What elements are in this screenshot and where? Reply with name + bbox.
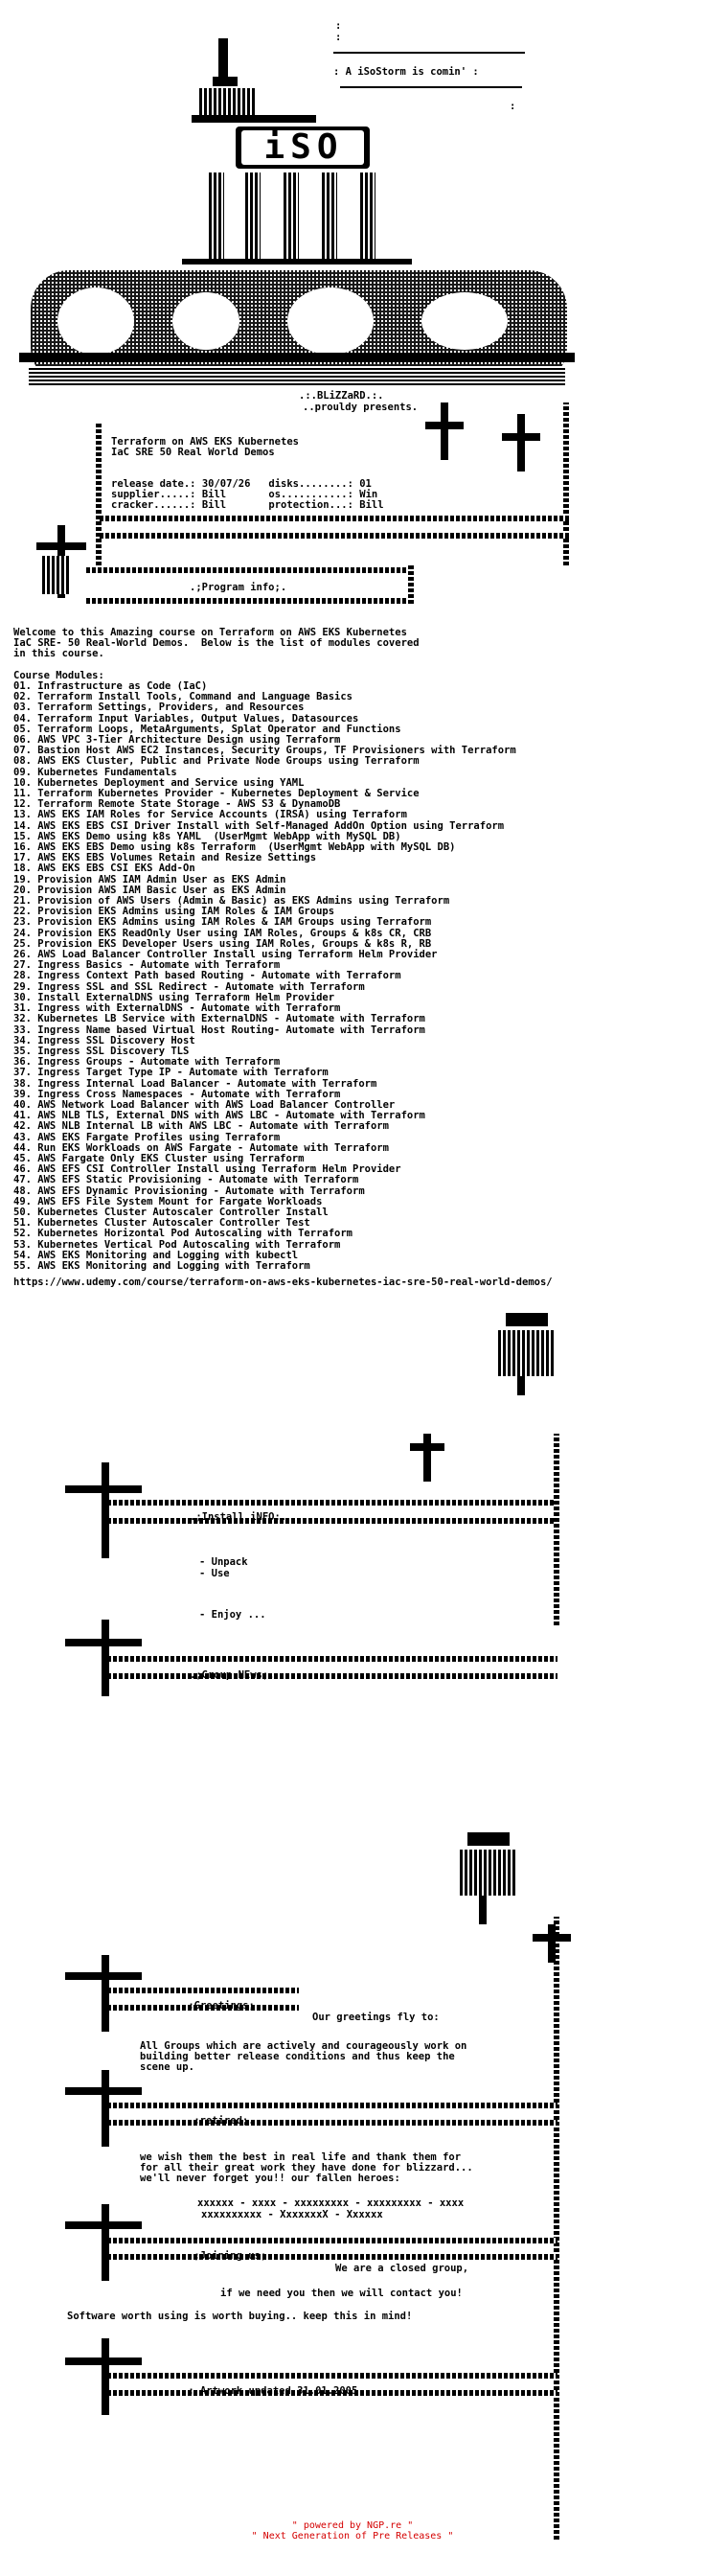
module-item: 36. Ingress Groups - Automate with Terra… bbox=[13, 1056, 281, 1069]
joining-line-2: if we need you then we will contact you! bbox=[220, 2288, 463, 2299]
greetings-headline: Our greetings fly to: bbox=[312, 2012, 440, 2023]
joining-label: .;Joining us;. bbox=[188, 2250, 273, 2262]
module-item: 05. Terraform Loops, MetaArguments, Spla… bbox=[13, 723, 401, 735]
release-date: 30/07/26 bbox=[201, 478, 251, 490]
module-item: 04. Terraform Input Variables, Output Va… bbox=[13, 712, 359, 724]
module-item: 47. AWS EFS Static Provisioning - Automa… bbox=[13, 1174, 359, 1186]
module-item: 27. Ingress Basics - Automate with Terra… bbox=[13, 959, 281, 972]
module-item: 07. Bastion Host AWS EC2 Instances, Secu… bbox=[13, 745, 516, 757]
module-item: 53. Kubernetes Vertical Pod Autoscaling … bbox=[13, 1238, 341, 1251]
course-url: https://www.udemy.com/course/terraform-o… bbox=[13, 1276, 553, 1288]
retired-body: we wish them the best in real life and t… bbox=[140, 2151, 473, 2185]
module-item: 51. Kubernetes Cluster Autoscaler Contro… bbox=[13, 1217, 310, 1230]
module-item: 24. Provision EKS ReadOnly User using IA… bbox=[13, 927, 432, 939]
module-item: 02. Terraform Install Tools, Command and… bbox=[13, 691, 353, 703]
module-item: 48. AWS EFS Dynamic Provisioning - Autom… bbox=[13, 1184, 365, 1197]
module-item: 01. Infrastructure as Code (IaC) bbox=[13, 680, 208, 692]
module-item: 31. Ingress with ExternalDNS - Automate … bbox=[13, 1002, 341, 1015]
module-item: 49. AWS EFS File System Mount for Fargat… bbox=[13, 1195, 323, 1208]
module-item: 03. Terraform Settings, Providers, and R… bbox=[13, 702, 305, 714]
retired-names-2: xxxxxxxxxx - XxxxxxxX - Xxxxxx bbox=[201, 2209, 383, 2220]
module-item: 16. AWS EKS EBS Demo using k8s Terraform… bbox=[13, 841, 456, 854]
modules-heading: Course Modules: bbox=[13, 670, 104, 681]
module-item: 21. Provision of AWS Users (Admin & Basi… bbox=[13, 895, 450, 908]
joining-line-1: We are a closed group, bbox=[335, 2263, 469, 2274]
module-item: 50. Kubernetes Cluster Autoscaler Contro… bbox=[13, 1206, 329, 1218]
module-item: 38. Ingress Internal Load Balancer - Aut… bbox=[13, 1077, 377, 1090]
module-item: 42. AWS NLB Internal LB with AWS LBC - A… bbox=[13, 1120, 389, 1133]
module-item: 26. AWS Load Balancer Controller Install… bbox=[13, 949, 438, 961]
install-step-2: - Use bbox=[199, 1568, 230, 1579]
module-item: 28. Ingress Context Path based Routing -… bbox=[13, 970, 401, 982]
module-item: 19. Provision AWS IAM Admin User as EKS … bbox=[13, 873, 286, 886]
banner-dot-1: : bbox=[335, 20, 342, 32]
modules-list: 01. Infrastructure as Code (IaC)02. Terr… bbox=[13, 680, 516, 1272]
program-info-label: .;Program info;. bbox=[190, 582, 287, 593]
module-item: 25. Provision EKS Developer Users using … bbox=[13, 937, 432, 950]
banner-dot-3: : bbox=[510, 101, 516, 112]
module-item: 06. AWS VPC 3-Tier Architecture Design u… bbox=[13, 734, 341, 747]
module-item: 40. AWS Network Load Balancer with AWS L… bbox=[13, 1098, 396, 1111]
module-item: 23. Provision EKS Admins using IAM Roles… bbox=[13, 916, 432, 929]
module-item: 39. Ingress Cross Namespaces - Automate … bbox=[13, 1088, 341, 1100]
release-title-2: IaC SRE 50 Real World Demos bbox=[111, 447, 275, 458]
artwork-updated: .; Artwork updated 31.01.2005 bbox=[182, 2385, 358, 2397]
module-item: 17. AWS EKS EBS Volumes Retain and Resiz… bbox=[13, 852, 317, 864]
module-item: 45. AWS Fargate Only EKS Cluster using T… bbox=[13, 1152, 305, 1164]
module-item: 35. Ingress SSL Discovery TLS bbox=[13, 1045, 190, 1057]
greetings-label: .;Greetings;. bbox=[182, 2000, 262, 2012]
module-item: 54. AWS EKS Monitoring and Logging with … bbox=[13, 1249, 299, 1261]
module-item: 43. AWS EKS Fargate Profiles using Terra… bbox=[13, 1131, 281, 1143]
retired-names-1: xxxxxx - xxxx - xxxxxxxxx - xxxxxxxxx - … bbox=[197, 2197, 465, 2209]
release-fields: release date.: 30/07/26 disks........: 0… bbox=[111, 478, 384, 512]
iso-logo-text: iSO bbox=[263, 127, 344, 167]
module-item: 46. AWS EFS CSI Controller Install using… bbox=[13, 1163, 401, 1176]
disks-value: 01 bbox=[359, 478, 372, 490]
module-item: 55. AWS EKS Monitoring and Logging with … bbox=[13, 1259, 310, 1272]
module-item: 22. Provision EKS Admins using IAM Roles… bbox=[13, 906, 335, 918]
install-step-1: - Unpack bbox=[199, 1556, 248, 1568]
module-item: 10. Kubernetes Deployment and Service us… bbox=[13, 776, 305, 789]
module-item: 30. Install ExternalDNS using Terraform … bbox=[13, 991, 335, 1003]
protection-value: Bill bbox=[359, 499, 384, 512]
group-news-label: .;Group NEws;. bbox=[190, 1669, 275, 1681]
module-item: 44. Run EKS Workloads on AWS Fargate - A… bbox=[13, 1141, 389, 1154]
module-item: 20. Provision AWS IAM Basic User as EKS … bbox=[13, 884, 286, 896]
retired-label: .;retired;. bbox=[188, 2115, 255, 2127]
footer-powered-by: " powered by NGP.re " bbox=[291, 2520, 414, 2531]
module-item: 41. AWS NLB TLS, External DNS with AWS L… bbox=[13, 1110, 425, 1122]
group-presents: ..prouldy presents. bbox=[303, 402, 419, 413]
install-info-label: .;Install iNFO;. bbox=[190, 1511, 287, 1523]
intro-text: Welcome to this Amazing course on Terraf… bbox=[13, 627, 420, 660]
footer: " powered by NGP.re " " Next Generation … bbox=[0, 2520, 705, 2542]
module-item: 37. Ingress Target Type IP - Automate wi… bbox=[13, 1067, 329, 1079]
module-item: 34. Ingress SSL Discovery Host bbox=[13, 1034, 195, 1046]
module-item: 33. Ingress Name based Virtual Host Rout… bbox=[13, 1024, 425, 1036]
os-value: Win bbox=[359, 489, 378, 501]
banner-tagline: : A iSoStorm is comin' : bbox=[333, 66, 479, 78]
banner-dot-2: : bbox=[335, 32, 342, 43]
module-item: 18. AWS EKS EBS CSI EKS Add-On bbox=[13, 862, 195, 875]
group-name: .:.BLiZZaRD.:. bbox=[299, 390, 384, 402]
module-item: 11. Terraform Kubernetes Provider - Kube… bbox=[13, 788, 420, 800]
module-item: 52. Kubernetes Horizontal Pod Autoscalin… bbox=[13, 1228, 353, 1240]
module-item: 09. Kubernetes Fundamentals bbox=[13, 766, 177, 778]
module-item: 32. Kubernetes LB Service with ExternalD… bbox=[13, 1013, 425, 1025]
joining-line-3: Software worth using is worth buying.. k… bbox=[67, 2311, 413, 2322]
module-item: 13. AWS EKS IAM Roles for Service Accoun… bbox=[13, 809, 407, 821]
module-item: 12. Terraform Remote State Storage - AWS… bbox=[13, 798, 341, 811]
release-title-1: Terraform on AWS EKS Kubernetes bbox=[111, 436, 299, 448]
module-item: 15. AWS EKS Demo using k8s YAML (UserMgm… bbox=[13, 830, 401, 842]
supplier-value: Bill bbox=[201, 489, 227, 501]
module-item: 29. Ingress SSL and SSL Redirect - Autom… bbox=[13, 980, 365, 993]
module-item: 14. AWS EKS EBS CSI Driver Install with … bbox=[13, 819, 505, 832]
cracker-value: Bill bbox=[201, 499, 227, 512]
install-enjoy: - Enjoy ... bbox=[199, 1609, 266, 1621]
greetings-body: All Groups which are actively and courag… bbox=[140, 2040, 467, 2074]
footer-tagline: " Next Generation of Pre Releases " bbox=[251, 2531, 454, 2542]
module-item: 08. AWS EKS Cluster, Public and Private … bbox=[13, 755, 420, 768]
